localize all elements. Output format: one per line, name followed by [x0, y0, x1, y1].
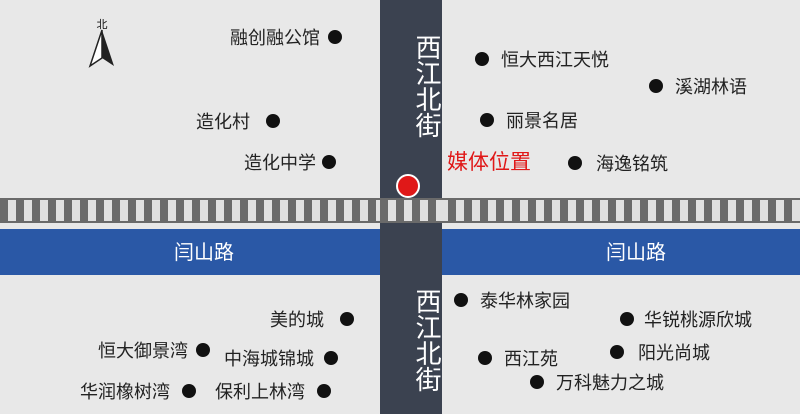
- poi-xijiang-yuan[interactable]: 西江苑: [478, 345, 558, 371]
- poi-taihua-lin[interactable]: 泰华林家园: [454, 287, 570, 313]
- poi-dot: [324, 351, 338, 365]
- poi-zhonghai-jincheng[interactable]: 中海城锦城: [224, 345, 338, 371]
- poi-huarui-taoyuan[interactable]: 华锐桃源欣城: [620, 306, 752, 332]
- poi-dot: [322, 155, 336, 169]
- poi-haiyi-mingzhu[interactable]: 海逸铭筑: [568, 150, 668, 176]
- poi-dot: [317, 384, 331, 398]
- poi-rongchuang[interactable]: 融创融公馆: [230, 24, 342, 50]
- railway-crossing: [380, 198, 442, 223]
- poi-yangguang-shang[interactable]: 阳光尚城: [610, 339, 710, 365]
- vertical-road-label-bottom: 西江北街: [411, 288, 441, 392]
- poi-dot: [620, 312, 634, 326]
- poi-dot: [478, 351, 492, 365]
- poi-wanke-meili[interactable]: 万科魅力之城: [530, 369, 664, 395]
- poi-dot: [182, 384, 196, 398]
- poi-dot: [475, 52, 489, 66]
- poi-dot: [196, 343, 210, 357]
- poi-zaohua-school[interactable]: 造化中学: [244, 149, 336, 175]
- horizontal-road-label-left: 闫山路: [174, 240, 234, 264]
- north-label: 北: [96, 18, 108, 31]
- poi-huarun-xiangshu[interactable]: 华润橡树湾: [80, 378, 196, 404]
- poi-meide-cheng[interactable]: 美的城: [270, 306, 354, 332]
- horizontal-road-label-right: 闫山路: [606, 240, 666, 264]
- media-location-marker[interactable]: [396, 174, 420, 198]
- poi-baoli-shanglin[interactable]: 保利上林湾: [215, 378, 331, 404]
- poi-dot: [530, 375, 544, 389]
- media-location-label: 媒体位置: [447, 150, 531, 174]
- poi-dot: [328, 30, 342, 44]
- north-arrow-icon: 北: [84, 16, 120, 68]
- poi-dot: [340, 312, 354, 326]
- poi-dot: [610, 345, 624, 359]
- poi-hengda-xijiang[interactable]: 恒大西江天悦: [475, 46, 609, 72]
- poi-zaohua-village[interactable]: 造化村: [196, 108, 280, 134]
- poi-dot: [266, 114, 280, 128]
- vertical-road-label-top: 西江北街: [411, 34, 441, 138]
- poi-dot: [649, 79, 663, 93]
- poi-hengda-yujing[interactable]: 恒大御景湾: [98, 337, 210, 363]
- poi-dot: [480, 113, 494, 127]
- poi-dot: [568, 156, 582, 170]
- poi-dot: [454, 293, 468, 307]
- poi-xihu-linyu[interactable]: 溪湖林语: [649, 73, 747, 99]
- north-arrow-shape: [88, 29, 114, 68]
- poi-lijing-mingju[interactable]: 丽景名居: [480, 107, 578, 133]
